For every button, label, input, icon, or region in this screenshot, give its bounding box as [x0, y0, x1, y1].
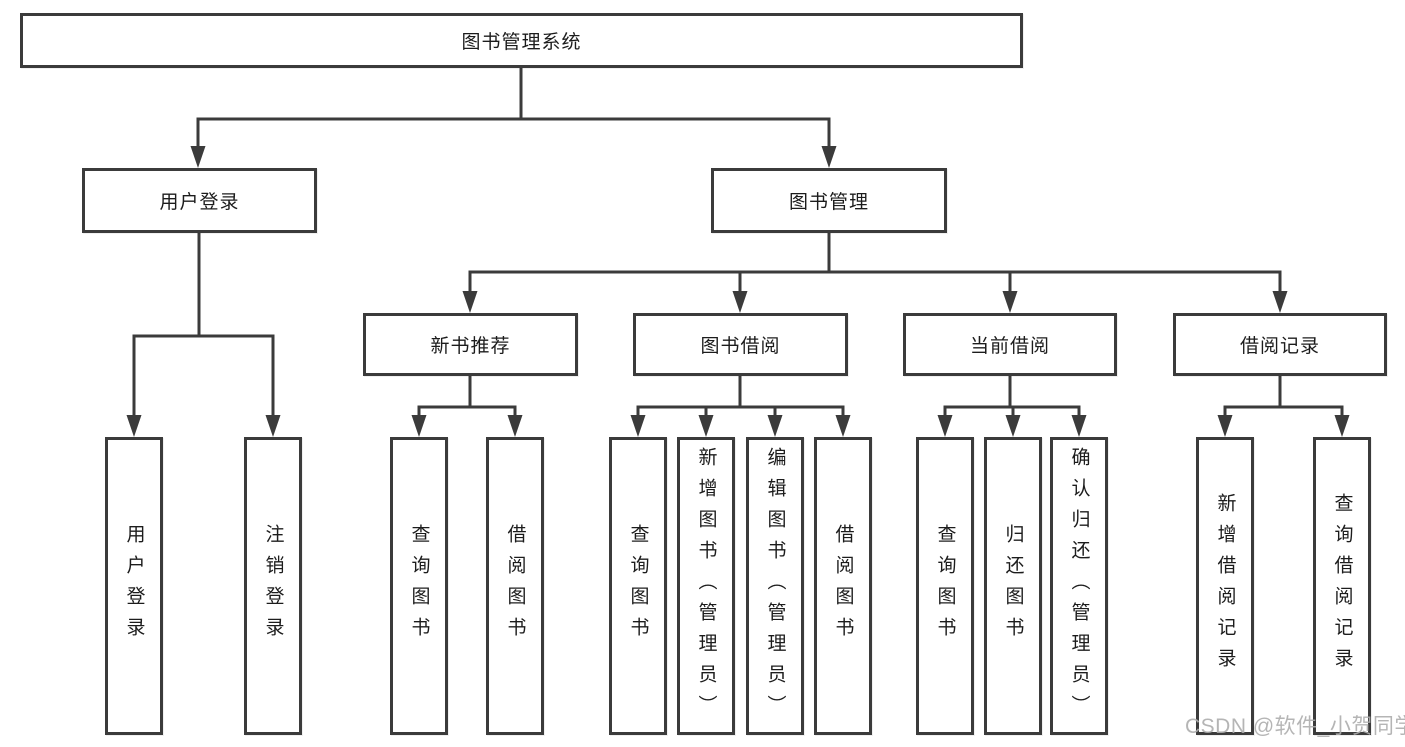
leaf-user-login: 用户登录: [105, 437, 163, 735]
leaf-label: 归还图书: [1002, 524, 1024, 648]
connector-borrowing-lines: [636, 376, 845, 419]
watermark: CSDN @软件_小贺同学: [1185, 715, 1405, 738]
leaf-logout: 注销登录: [244, 437, 302, 735]
leaf-newbooks-borrow: 借阅图书: [486, 437, 544, 735]
leaf-label: 借阅图书: [832, 524, 854, 648]
node-borrow-records: 借阅记录: [1173, 313, 1387, 376]
connector-current-arrows: [937, 415, 1087, 437]
connector-records-lines: [1223, 376, 1344, 419]
leaf-label: 查询图书: [408, 524, 430, 648]
leaf-records-query: 查询借阅记录: [1313, 437, 1371, 735]
connector-new-books-arrows: [411, 415, 523, 437]
leaf-label: 新增借阅记录: [1214, 493, 1236, 679]
leaf-current-return: 归还图书: [984, 437, 1042, 735]
leaf-borrowing-query: 查询图书: [609, 437, 667, 735]
leaf-label: 查询图书: [934, 524, 956, 648]
leaf-label: 确认归还（管理员）: [1068, 446, 1090, 726]
node-new-books: 新书推荐: [363, 313, 578, 376]
leaf-label: 查询借阅记录: [1331, 493, 1353, 679]
node-user-login: 用户登录: [82, 168, 317, 233]
connector-root-arrows: [190, 146, 837, 168]
leaf-label: 用户登录: [123, 524, 145, 648]
leaf-current-query: 查询图书: [916, 437, 974, 735]
leaf-current-confirm-return: 确认归还（管理员）: [1050, 437, 1108, 735]
leaf-borrowing-add: 新增图书（管理员）: [677, 437, 735, 735]
node-current-borrowing: 当前借阅: [903, 313, 1117, 376]
connector-new-books-lines: [417, 376, 517, 419]
connector-borrowing-arrows: [630, 415, 851, 437]
leaf-label: 编辑图书（管理员）: [764, 446, 786, 726]
node-root: 图书管理系统: [20, 13, 1023, 68]
leaf-label: 查询图书: [627, 524, 649, 648]
node-book-borrowing: 图书借阅: [633, 313, 848, 376]
connector-user-login-arrows: [126, 415, 281, 437]
leaf-label: 新增图书（管理员）: [695, 446, 717, 726]
leaf-newbooks-query: 查询图书: [390, 437, 448, 735]
connector-records-arrows: [1217, 415, 1350, 437]
leaf-borrowing-borrow: 借阅图书: [814, 437, 872, 735]
connector-current-lines: [943, 376, 1081, 419]
leaf-records-add: 新增借阅记录: [1196, 437, 1254, 735]
node-book-mgmt: 图书管理: [711, 168, 947, 233]
leaf-borrowing-edit: 编辑图书（管理员）: [746, 437, 804, 735]
leaf-label: 注销登录: [262, 524, 284, 648]
leaf-label: 借阅图书: [504, 524, 526, 648]
connector-book-mgmt-lines: [468, 233, 1282, 295]
connector-root-lines: [196, 68, 831, 150]
connector-user-login-lines: [132, 233, 275, 419]
connector-book-mgmt-arrows: [462, 291, 1288, 313]
